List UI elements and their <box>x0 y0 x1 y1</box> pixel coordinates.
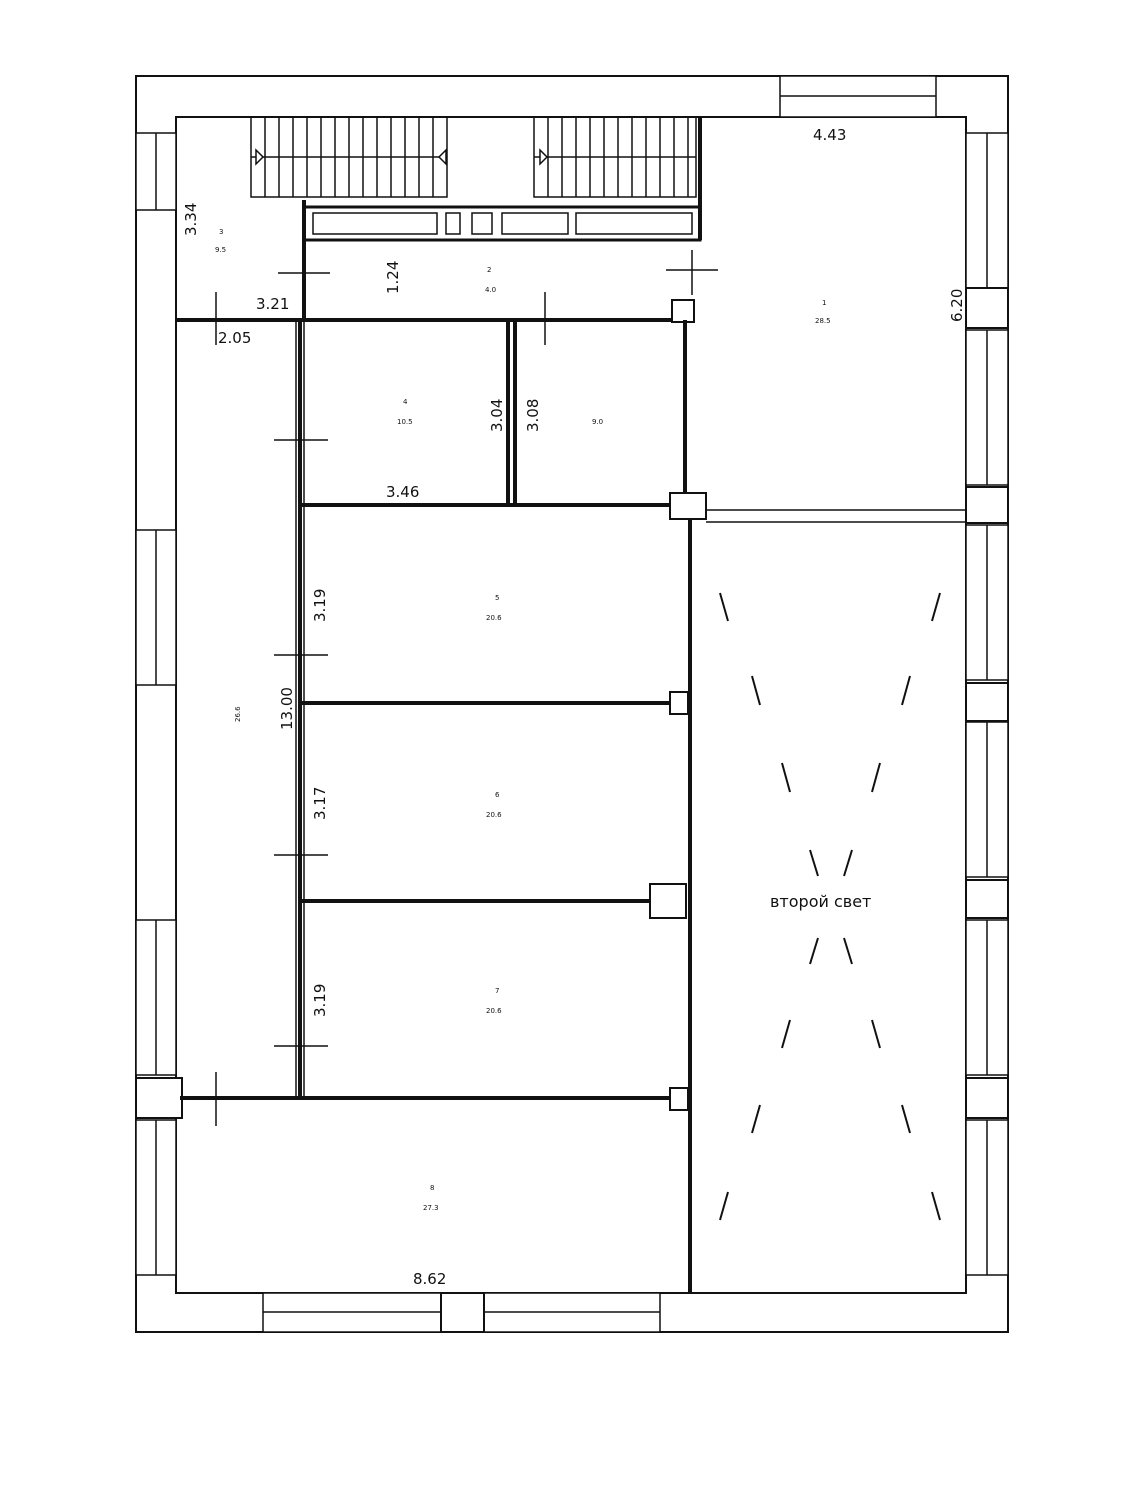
room-landing-number: 2 <box>487 266 491 274</box>
corridor-area: 26.6 <box>234 706 242 722</box>
room-5-area: 20.6 <box>486 614 502 622</box>
dim-landing-depth: 1.24 <box>384 261 402 294</box>
room-5-number: 5 <box>495 594 499 602</box>
dim-room5-height: 3.19 <box>311 589 329 622</box>
room-4-area: 10.5 <box>397 418 413 426</box>
dim-room4-height: 3.04 <box>488 399 506 432</box>
room-3-number: 3 <box>219 228 223 236</box>
dim-corridor-width: 2.05 <box>218 329 251 347</box>
room-6-area: 20.6 <box>486 811 502 819</box>
room-8-area: 27.3 <box>423 1204 439 1212</box>
dim-stair-height: 3.34 <box>182 203 200 236</box>
room-4b-area: 9.0 <box>592 418 603 426</box>
room-3-area: 9.5 <box>215 246 226 254</box>
room-4-number: 4 <box>403 398 408 406</box>
dim-room4-width: 3.46 <box>386 483 419 501</box>
room-1-number: 1 <box>822 299 826 307</box>
room-7-number: 7 <box>495 987 499 995</box>
room-8-number: 8 <box>430 1184 434 1192</box>
dim-room4b-height: 3.08 <box>524 399 542 432</box>
dim-bottom-width: 8.62 <box>413 1270 446 1288</box>
double-height-label: второй свет <box>770 892 871 911</box>
room-landing-area: 4.0 <box>485 286 496 294</box>
dim-room6-height: 3.17 <box>311 787 329 820</box>
dim-top-right-width: 4.43 <box>813 126 846 144</box>
room-1-area: 28.5 <box>815 317 831 325</box>
dim-stair-width: 3.21 <box>256 295 289 313</box>
dim-right-room-height: 6.20 <box>948 289 966 322</box>
double-height-markers <box>719 592 941 1221</box>
room-7-area: 20.6 <box>486 1007 502 1015</box>
staircase <box>250 116 697 198</box>
dim-corridor-length: 13.00 <box>278 687 296 730</box>
dim-room7-height: 3.19 <box>311 984 329 1017</box>
room-6-number: 6 <box>495 791 500 799</box>
